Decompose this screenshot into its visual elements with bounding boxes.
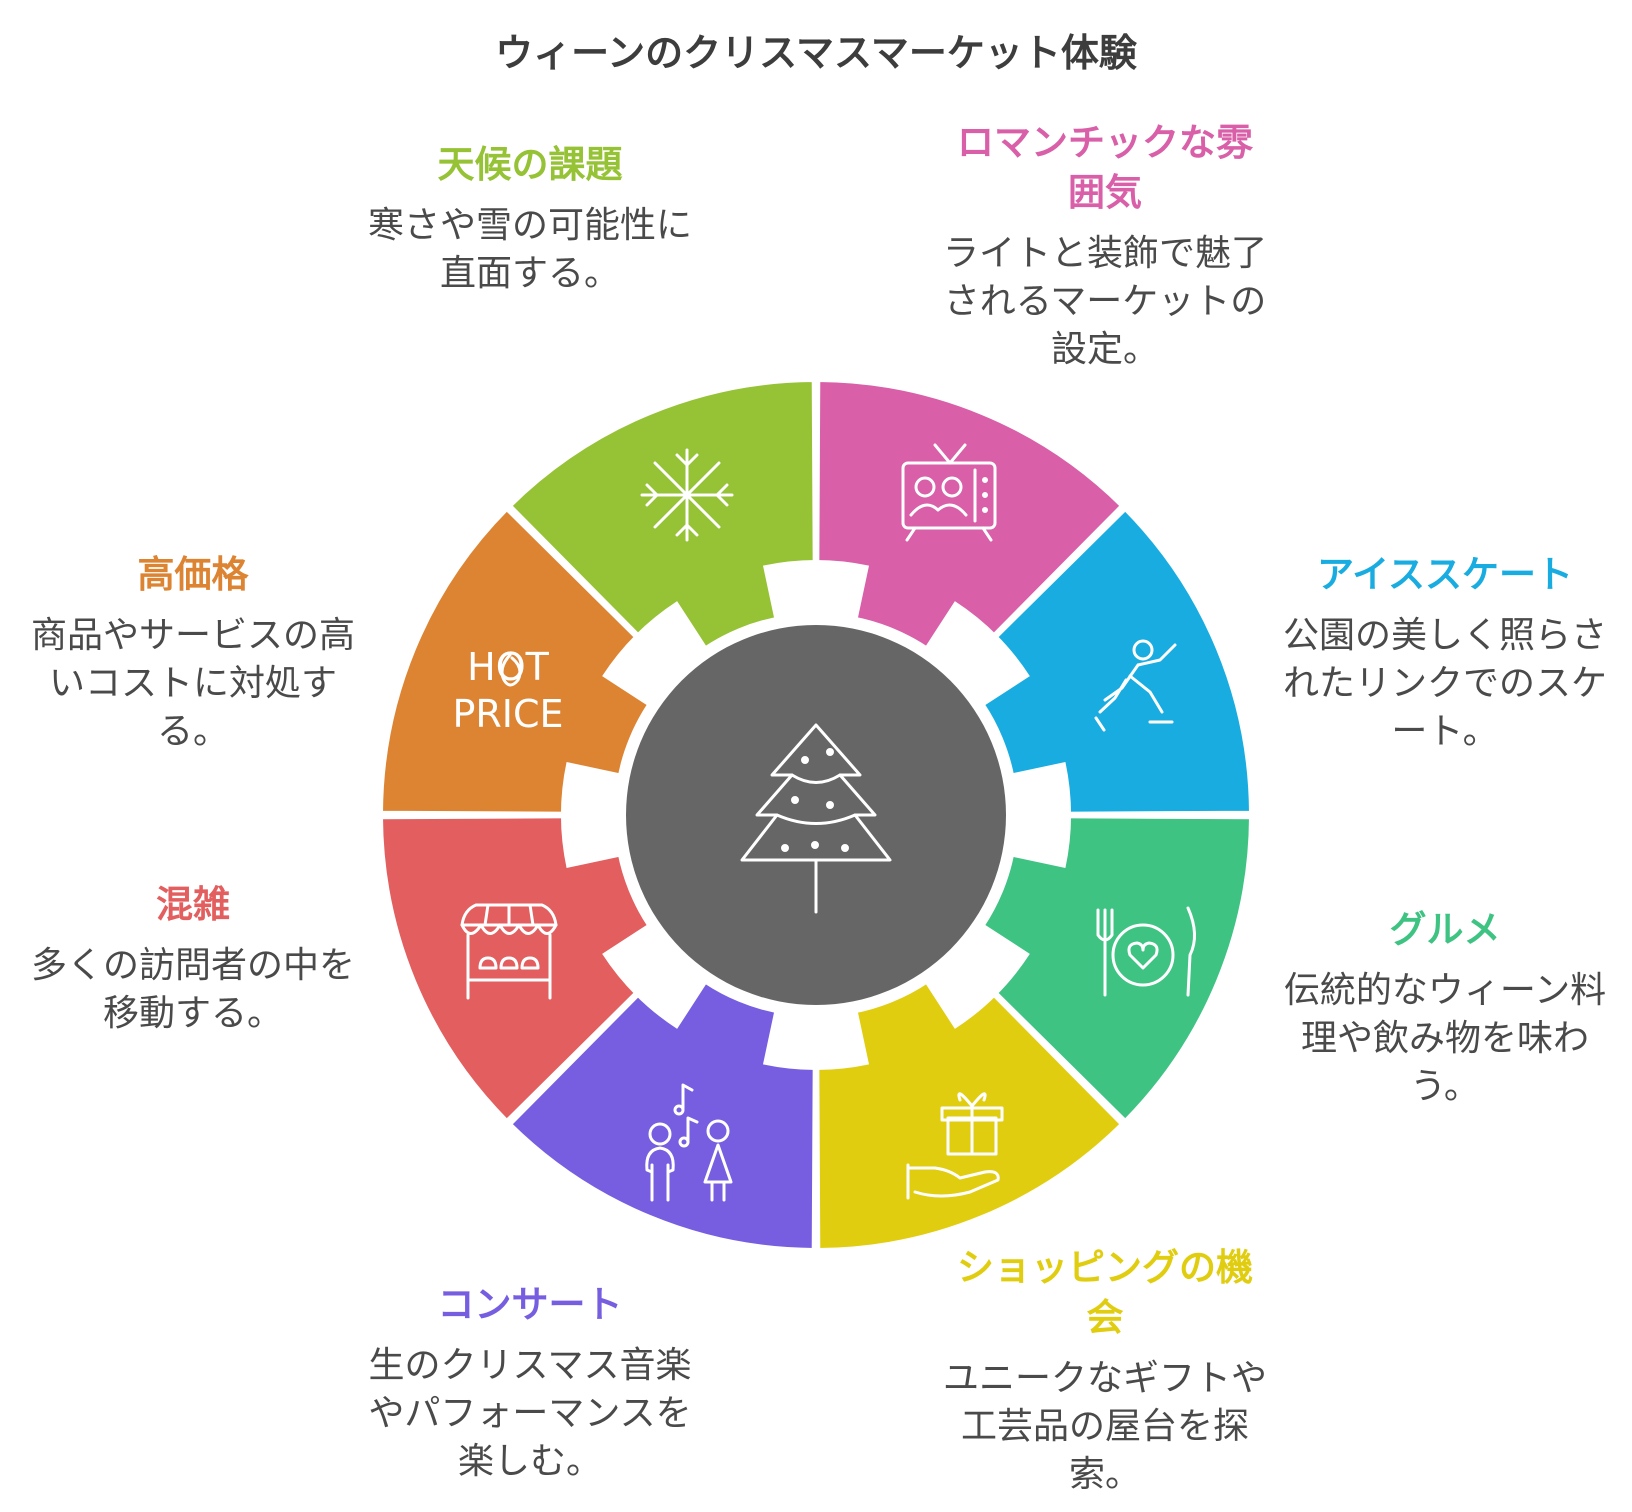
label-gourmet: グルメ伝統的なウィーン料理や飲み物を味わう。 <box>1275 905 1615 1111</box>
label-description: 商品やサービスの高いコストに対処する。 <box>30 615 355 752</box>
label-description: ライトと装飾で魅了されるマーケットの設定。 <box>942 233 1267 370</box>
segment-romantic <box>815 377 1125 676</box>
plate-fork-knife-icon <box>1096 906 1196 997</box>
hot-price-icon <box>500 653 522 687</box>
segment-weather <box>507 377 817 676</box>
gift-hand-icon <box>906 1092 1004 1200</box>
label-romantic: ロマンチックな雰囲気ライトと装飾で魅了されるマーケットの設定。 <box>940 118 1270 374</box>
label-heading: ロマンチックな雰囲気 <box>957 121 1253 214</box>
ring-notch <box>602 922 709 1029</box>
singers-icon <box>645 1083 733 1202</box>
ring-notch <box>923 922 1030 1029</box>
label-skate: アイススケート公園の美しく照らされたリンクでのスケート。 <box>1275 550 1615 756</box>
segment-price <box>378 506 677 816</box>
label-description: 公園の美しく照らされたリンクでのスケート。 <box>1282 615 1607 752</box>
label-description: 伝統的なウィーン料理や飲み物を味わう。 <box>1283 970 1607 1107</box>
snowflake-icon <box>640 448 734 542</box>
label-description: ユニークなギフトや工芸品の屋台を探索。 <box>942 1358 1267 1495</box>
label-weather: 天候の課題寒さや雪の可能性に直面する。 <box>365 140 695 298</box>
christmas-tree-icon <box>740 723 892 914</box>
tv-couple-icon <box>901 443 997 542</box>
label-heading: ショッピングの機会 <box>957 1246 1253 1339</box>
label-concert: コンサート生のクリスマス音楽やパフォーマンスを楽しむ。 <box>365 1280 695 1486</box>
label-crowd: 混雑多くの訪問者の中を移動する。 <box>18 880 368 1038</box>
segment-concert <box>507 954 817 1253</box>
label-description: 多くの訪問者の中を移動する。 <box>30 945 355 1034</box>
hot-price-text-top: HOT <box>467 645 549 689</box>
label-heading: グルメ <box>1389 908 1501 951</box>
label-shopping: ショッピングの機会ユニークなギフトや工芸品の屋台を探索。 <box>940 1243 1270 1499</box>
ring-notch <box>602 601 709 708</box>
label-heading: アイススケート <box>1316 553 1574 596</box>
label-heading: 混雑 <box>156 883 230 926</box>
hot-price-text-bottom: PRICE <box>452 692 563 736</box>
label-heading: 高価格 <box>137 553 249 596</box>
market-stall-icon <box>460 903 558 1000</box>
label-description: 生のクリスマス音楽やパフォーマンスを楽しむ。 <box>368 1345 692 1482</box>
ring-notch <box>561 761 623 869</box>
diagram-title: ウィーンのクリスマスマーケット体験 <box>495 31 1137 75</box>
label-price: 高価格商品やサービスの高いコストに対処する。 <box>18 550 368 756</box>
label-description: 寒さや雪の可能性に直面する。 <box>367 205 692 294</box>
ring-notch <box>1009 761 1071 869</box>
segment-skate <box>955 506 1254 816</box>
ice-skater-icon <box>1094 639 1177 732</box>
ring-notch <box>762 1008 870 1070</box>
ring-notch <box>923 601 1030 708</box>
label-heading: コンサート <box>437 1283 623 1326</box>
center-circle <box>626 625 1006 1005</box>
ring-notch <box>762 560 870 622</box>
label-heading: 天候の課題 <box>437 143 623 186</box>
